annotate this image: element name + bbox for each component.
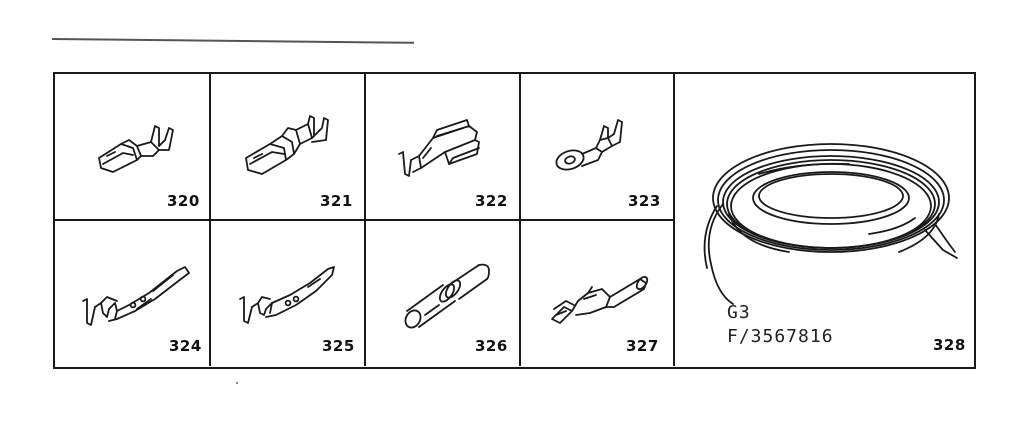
scan-dot (236, 382, 238, 384)
parts-grid: 320 321 322 (53, 72, 976, 369)
wire-part-number-label: F/3567816 (727, 326, 834, 347)
part-number-label: 321 (320, 192, 353, 210)
part-cell-320: 320 (55, 74, 209, 219)
part-cell-328: G3 F/3567816 328 (675, 74, 973, 366)
part-number-label: 328 (933, 336, 966, 354)
part-cell-322: 322 (365, 74, 519, 219)
flat-receptacle-terminal-icon (98, 125, 174, 173)
part-cell-324: 324 (55, 221, 209, 366)
grid-divider (55, 219, 674, 221)
part-cell-325: 325 (210, 221, 364, 366)
wire-coil-icon (703, 143, 958, 305)
long-pin-terminal-icon (82, 266, 190, 326)
part-number-label: 327 (626, 337, 659, 355)
part-number-label: 324 (169, 337, 202, 355)
short-pin-terminal-icon (239, 266, 335, 324)
grid-divider (673, 74, 675, 366)
part-cell-321: 321 (210, 74, 364, 219)
wire-code-label: G3 (727, 302, 751, 323)
header-rule (51, 38, 414, 44)
ring-terminal-icon (555, 119, 623, 171)
part-cell-326: 326 (365, 221, 519, 366)
part-number-label: 323 (628, 192, 661, 210)
part-cell-323: 323 (520, 74, 674, 219)
part-cell-327: 327 (520, 221, 674, 366)
part-number-label: 325 (322, 337, 355, 355)
flag-receptacle-terminal-icon (398, 119, 480, 177)
bullet-connector-icon (404, 263, 490, 329)
insulated-receptacle-terminal-icon (245, 115, 329, 175)
bullet-pin-terminal-icon (551, 275, 649, 324)
part-number-label: 322 (475, 192, 508, 210)
part-number-label: 320 (167, 192, 200, 210)
part-number-label: 326 (475, 337, 508, 355)
